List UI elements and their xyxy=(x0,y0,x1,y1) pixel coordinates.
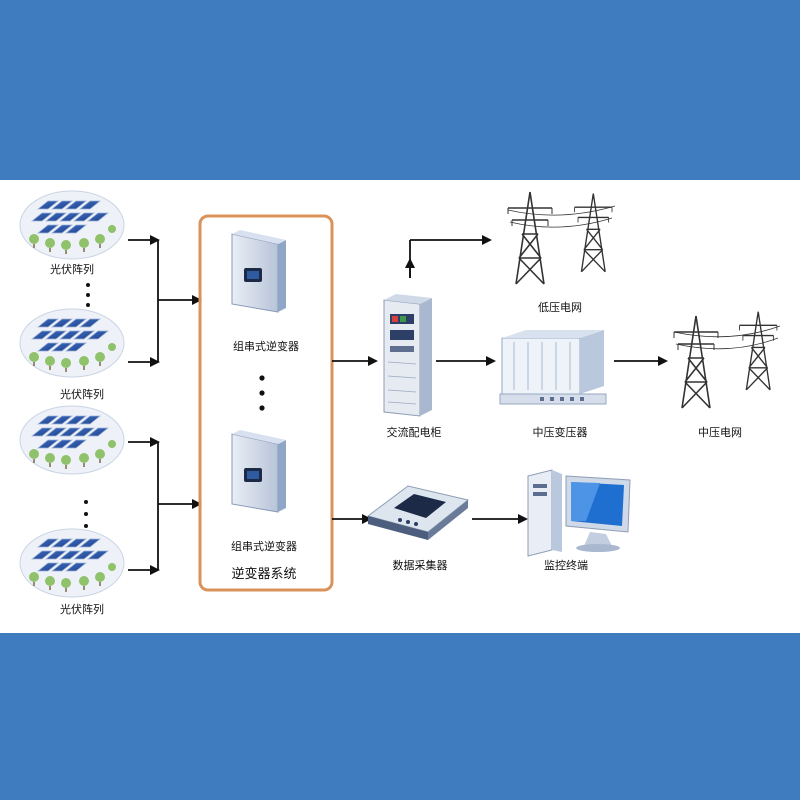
monitor-terminal xyxy=(527,469,631,557)
diagram-panel: 光伏阵列 光伏阵列 光伏阵列 组串式逆变器 组串式逆变器 逆变器系统 xyxy=(0,180,800,633)
data-collector xyxy=(366,485,470,540)
pv-system-diagram: 光伏阵列 光伏阵列 光伏阵列 组串式逆变器 组串式逆变器 逆变器系统 xyxy=(19,190,781,616)
ellipsis-dots-inverter xyxy=(259,375,265,411)
monitor-terminal-label: 监控终端 xyxy=(544,558,588,572)
data-collector-label: 数据采集器 xyxy=(393,558,448,572)
mv-transformer xyxy=(499,330,607,405)
ac-cabinet xyxy=(383,294,432,417)
inverter-1 xyxy=(231,229,287,313)
pv-array-4 xyxy=(19,528,125,598)
pv-array-label-2: 光伏阵列 xyxy=(60,387,104,401)
ac-cabinet-label: 交流配电柜 xyxy=(387,425,442,439)
inverter-2 xyxy=(231,429,287,513)
cabinet-connectors xyxy=(405,235,496,366)
ellipsis-dots-pv-2 xyxy=(84,500,88,528)
mv-grid-towers xyxy=(673,311,781,409)
low-voltage-grid-label: 低压电网 xyxy=(538,301,582,314)
mv-transformer-label: 中压变压器 xyxy=(533,425,588,439)
inverter-system-label: 逆变器系统 xyxy=(231,566,296,582)
pv-array-label-4: 光伏阵列 xyxy=(60,602,104,616)
low-voltage-grid-towers xyxy=(507,191,616,285)
system-connectors xyxy=(332,356,378,524)
pv-array-1 xyxy=(19,190,125,260)
ellipsis-dots-pv-1 xyxy=(86,283,90,307)
pv-connectors xyxy=(128,235,202,575)
pv-array-label-1: 光伏阵列 xyxy=(50,262,94,276)
pv-array-2 xyxy=(19,308,125,378)
inverter-label-2: 组串式逆变器 xyxy=(231,539,297,553)
pv-array-3 xyxy=(19,405,125,475)
inverter-system-box xyxy=(198,214,334,592)
inverter-label-1: 组串式逆变器 xyxy=(233,339,299,353)
mv-grid-label: 中压电网 xyxy=(698,426,742,439)
